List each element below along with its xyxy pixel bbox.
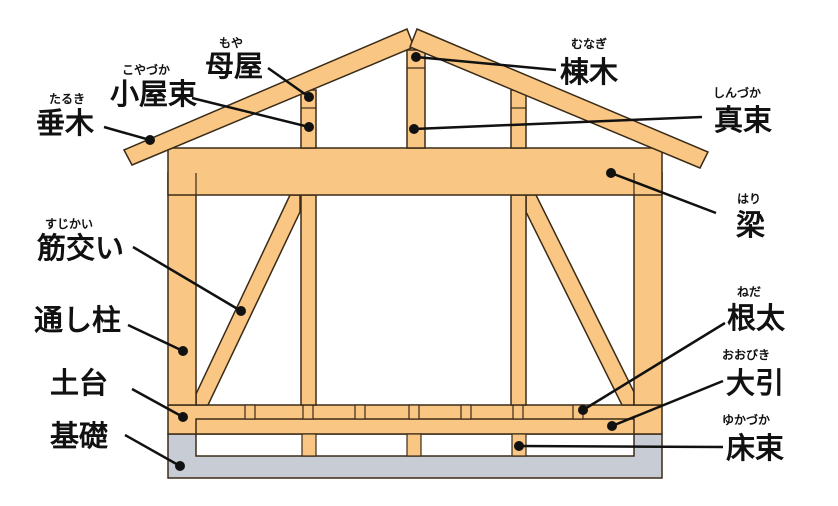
ruby-hari: はり [737,192,761,206]
stud-left [300,194,317,406]
ruby-taruki: たるき [49,92,85,106]
main-beam [167,147,663,196]
floor-post-mid [406,433,422,457]
ruby-sujikai: すじかい [45,217,93,231]
label-oobiki: 大引 [726,366,784,400]
label-moya: 母屋 [205,49,263,83]
ruby-munagi: むなぎ [571,36,607,51]
label-kiso: 基礎 [50,419,108,453]
roof-strut-right [510,89,527,149]
ruby-neda: ねだ [737,285,761,299]
ruby-yukazuka: ゆかづか [722,412,770,427]
leader-lines [103,55,726,468]
right-brace [525,194,635,406]
wood-frame [122,28,710,479]
label-neda: 根太 [727,301,786,335]
ruby-moya: もや [219,36,243,50]
labels: たるき 垂木 こやづか 小屋束 もや 母屋 むなぎ 棟木 しんづか 真束 はり … [34,36,786,465]
floor-post-left [301,433,317,457]
label-sujikai: 筋交い [37,231,124,265]
label-taruki: 垂木 [36,106,94,140]
ruby-shinzuka: しんづか [713,85,761,100]
label-dodai: 土台 [50,366,108,400]
label-shinzuka: 真束 [714,103,772,137]
floor-joists [244,404,584,420]
label-hari: 梁 [736,208,765,242]
label-koyazuka: 小屋束 [110,77,197,111]
ruby-koyazuka: こやづか [122,62,170,77]
rafter-right [409,28,710,169]
label-yukazuka: 床束 [726,431,784,465]
stud-right [510,194,527,406]
marker-dots [145,52,617,471]
label-munagi: 棟木 [560,55,618,89]
ruby-oobiki: おおびき [722,347,770,362]
left-brace [195,194,301,406]
girder-beam [195,418,635,435]
label-toshibashira: 通し柱 [34,303,121,337]
through-column-left [167,172,197,406]
